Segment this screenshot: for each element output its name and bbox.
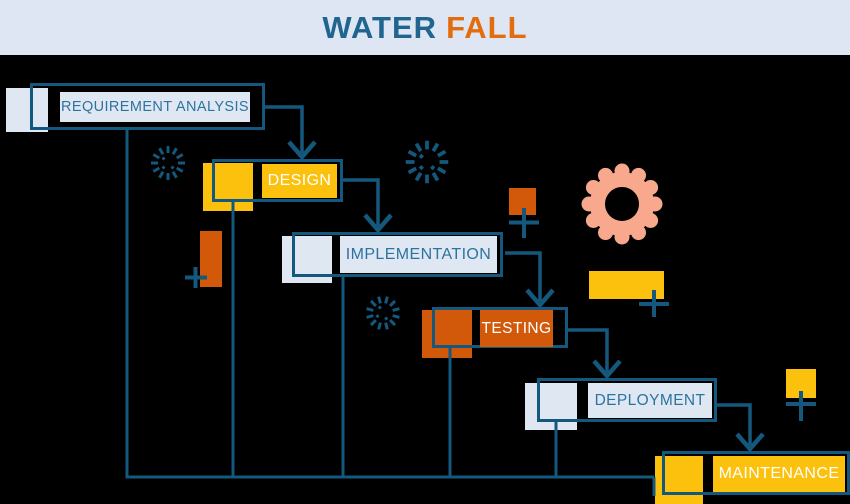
accent-square-orange <box>509 188 536 215</box>
maintenance-frame <box>662 451 850 495</box>
requirement-analysis-frame <box>30 83 265 130</box>
plus-icon <box>185 267 207 288</box>
deployment-accent-square <box>525 383 577 430</box>
design-label: DESIGN <box>262 164 337 198</box>
accent-bars <box>200 188 816 398</box>
implementation-frame <box>292 232 503 277</box>
plus-icon <box>786 391 816 421</box>
starburst-icon <box>403 138 451 186</box>
accent-square-yellow <box>786 369 816 398</box>
starburst-icon <box>360 290 406 336</box>
accent-bar-yellow-horizontal <box>589 271 664 299</box>
requirement-analysis-label: REQUIREMENT ANALYSIS <box>60 92 250 122</box>
plus-icon <box>509 208 539 238</box>
starburst-icon <box>149 144 187 182</box>
accent-bar-orange-vertical <box>200 231 222 287</box>
testing-label: TESTING <box>480 310 553 347</box>
requirement-analysis-accent-square <box>6 88 48 132</box>
testing-accent-square <box>422 310 472 358</box>
deployment-label: DEPLOYMENT <box>588 383 712 418</box>
title-fall: FALL <box>446 10 528 45</box>
plus-icon <box>639 290 669 317</box>
design-accent-square <box>203 163 253 211</box>
deployment-frame <box>537 378 717 422</box>
title-water: WATER <box>322 10 438 45</box>
gear-icon <box>581 163 663 245</box>
maintenance-label: MAINTENANCE <box>713 456 845 492</box>
implementation-label: IMPLEMENTATION <box>340 236 497 273</box>
design-frame <box>212 159 343 202</box>
